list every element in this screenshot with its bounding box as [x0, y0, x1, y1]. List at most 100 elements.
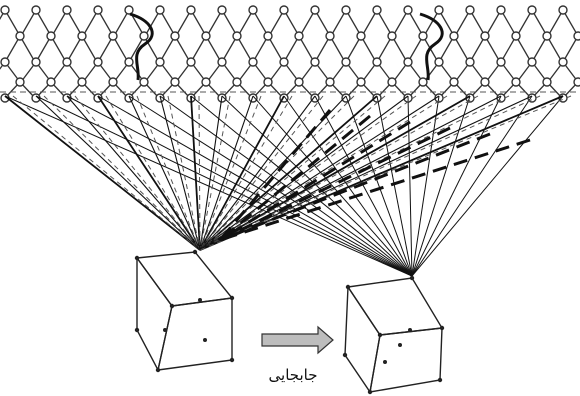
interaction-lines — [4, 95, 572, 277]
dashed-ray — [105, 95, 201, 251]
lattice-atom — [108, 31, 118, 41]
lattice-bond — [298, 35, 315, 63]
lattice-atom — [232, 31, 242, 41]
lattice-atom — [418, 77, 428, 87]
solid-ray — [199, 95, 378, 251]
lattice-atom — [387, 77, 397, 87]
lattice-atom — [449, 77, 459, 87]
lattice-atom — [186, 57, 196, 67]
solid-ray — [35, 95, 413, 277]
lattice-atom — [449, 31, 459, 41]
lattice-bond — [236, 35, 253, 63]
lattice-bond — [391, 35, 408, 63]
lattice-bond — [329, 35, 346, 63]
lattice-atom — [341, 93, 351, 103]
lattice-bond — [360, 35, 377, 63]
lattice-atom — [232, 77, 242, 87]
lattice-bond — [500, 9, 517, 37]
lattice-bond — [159, 9, 176, 37]
displacement-caption: جابجایی — [268, 366, 318, 384]
solid-ray — [411, 95, 502, 277]
lattice-bond — [66, 35, 83, 63]
solid-ray — [97, 95, 201, 251]
lattice-atom — [418, 31, 428, 41]
lattice-atom — [155, 5, 165, 15]
lattice-atom — [573, 77, 580, 87]
dashed-ray — [199, 95, 293, 251]
lattice-atom — [155, 57, 165, 67]
lattice-atom — [124, 5, 134, 15]
lattice-atom — [77, 77, 87, 87]
lattice-bond — [516, 9, 533, 37]
lattice-atom — [0, 5, 10, 15]
solid-ray — [345, 95, 413, 277]
dashed-ray — [199, 95, 355, 251]
lattice-atom — [170, 31, 180, 41]
lattice-bond — [484, 35, 501, 63]
lattice-bond — [190, 9, 207, 37]
lattice-bond — [515, 35, 532, 63]
lattice-atom — [511, 31, 521, 41]
lattice-atom — [62, 57, 72, 67]
lattice-bond — [20, 9, 37, 37]
solid-ray — [4, 95, 201, 251]
lattice-bond — [500, 35, 517, 63]
solid-ray — [199, 95, 285, 251]
lattice-atom — [542, 31, 552, 41]
lattice-bond — [283, 35, 300, 63]
lattice-bond — [438, 35, 455, 63]
lattice-bond — [361, 9, 378, 37]
crystal-lattice — [0, 5, 580, 103]
lattice-atom — [496, 57, 506, 67]
solid-ray — [199, 95, 254, 251]
dashed-ray — [199, 95, 231, 251]
lattice-atom — [480, 77, 490, 87]
lattice-atom — [263, 77, 273, 87]
lattice-atom — [0, 57, 10, 67]
lattice-atom — [341, 57, 351, 67]
lattice-bond — [392, 9, 409, 37]
lattice-bond — [469, 35, 486, 63]
solid-ray — [190, 95, 201, 251]
solid-ray — [199, 95, 409, 251]
lattice-bond — [454, 9, 471, 37]
solid-ray — [411, 95, 533, 277]
solid-ray — [199, 95, 316, 251]
lattice-atom — [294, 31, 304, 41]
lattice-atom — [217, 57, 227, 67]
dashed-ray — [12, 95, 201, 251]
lattice-atom — [325, 77, 335, 87]
lattice-bond — [546, 35, 563, 63]
lattice-bond — [314, 9, 331, 37]
lattice-atom — [527, 5, 537, 15]
solid-ray — [199, 95, 223, 251]
lattice-atom — [434, 57, 444, 67]
dashed-ray-heavy — [218, 109, 332, 241]
lattice-bond — [221, 35, 238, 63]
solid-ray — [4, 95, 413, 277]
solid-ray — [283, 95, 413, 277]
solid-ray — [411, 95, 564, 277]
lattice-bond — [190, 35, 207, 63]
lattice-bond — [35, 35, 52, 63]
lattice-bond — [51, 9, 68, 37]
lattice-atom — [496, 5, 506, 15]
lattice-atom — [341, 5, 351, 15]
lattice-bond — [19, 35, 36, 63]
lattice-bond — [407, 35, 424, 63]
lattice-bond — [531, 35, 548, 63]
lattice-bond — [268, 9, 285, 37]
lattice-atom — [31, 5, 41, 15]
lattice-bond — [237, 9, 254, 37]
lattice-atom — [139, 31, 149, 41]
dashed-ray-heavy — [219, 120, 411, 242]
lattice-bond — [0, 9, 6, 20]
lattice-atom — [62, 5, 72, 15]
lattice-bond — [205, 35, 222, 63]
lattice-bond — [407, 9, 424, 37]
lattice-bond — [423, 9, 440, 37]
dashed-ray-heavy — [219, 138, 531, 242]
lattice-atom — [217, 5, 227, 15]
lattice-bond — [345, 35, 362, 63]
dashed-ray — [198, 95, 201, 251]
